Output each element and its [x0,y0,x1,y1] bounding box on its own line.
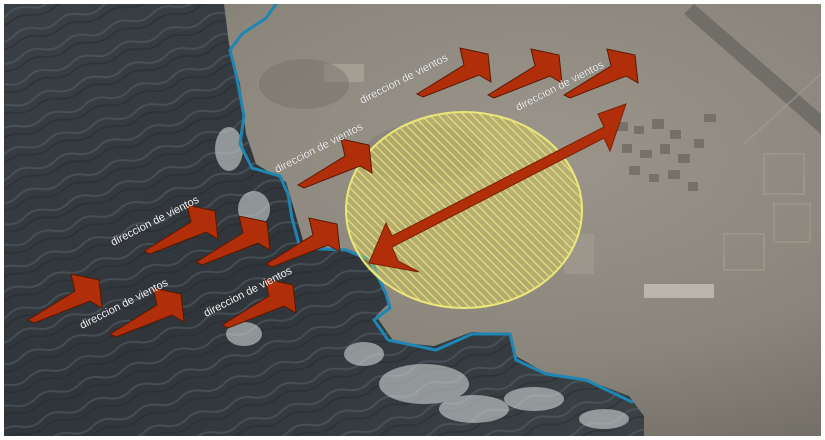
sea-waves [4,4,644,436]
coastline [228,4,634,404]
surf-foam [215,127,629,429]
map-canvas: direccion de vientos direccion de viento… [4,4,821,436]
double-arrow-icon [368,103,627,273]
satellite-map: direccion de vientos direccion de viento… [4,4,821,436]
